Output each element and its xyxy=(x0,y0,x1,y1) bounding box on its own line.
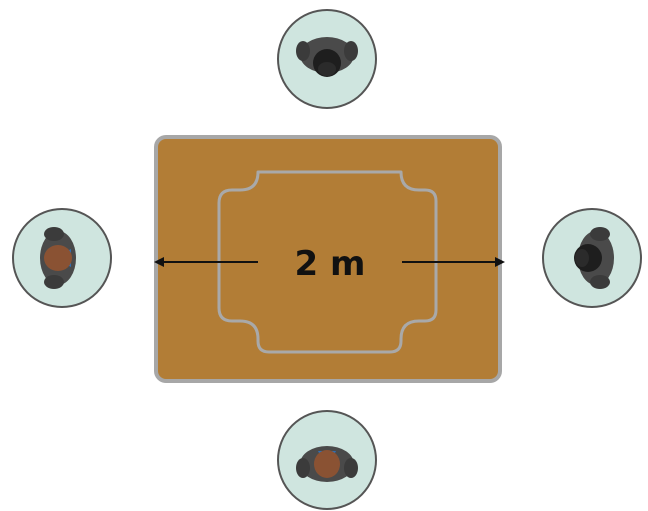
person-top xyxy=(277,9,377,109)
table-inner-outline xyxy=(217,170,438,354)
person-topdown-icon xyxy=(296,446,358,482)
distance-label: 2 m xyxy=(295,244,366,284)
person-bottom xyxy=(277,410,377,510)
person-right xyxy=(542,208,642,308)
person-topdown-icon xyxy=(296,37,358,77)
person-left xyxy=(12,208,112,308)
person-topdown-icon xyxy=(574,227,614,289)
person-topdown-icon xyxy=(40,227,76,289)
